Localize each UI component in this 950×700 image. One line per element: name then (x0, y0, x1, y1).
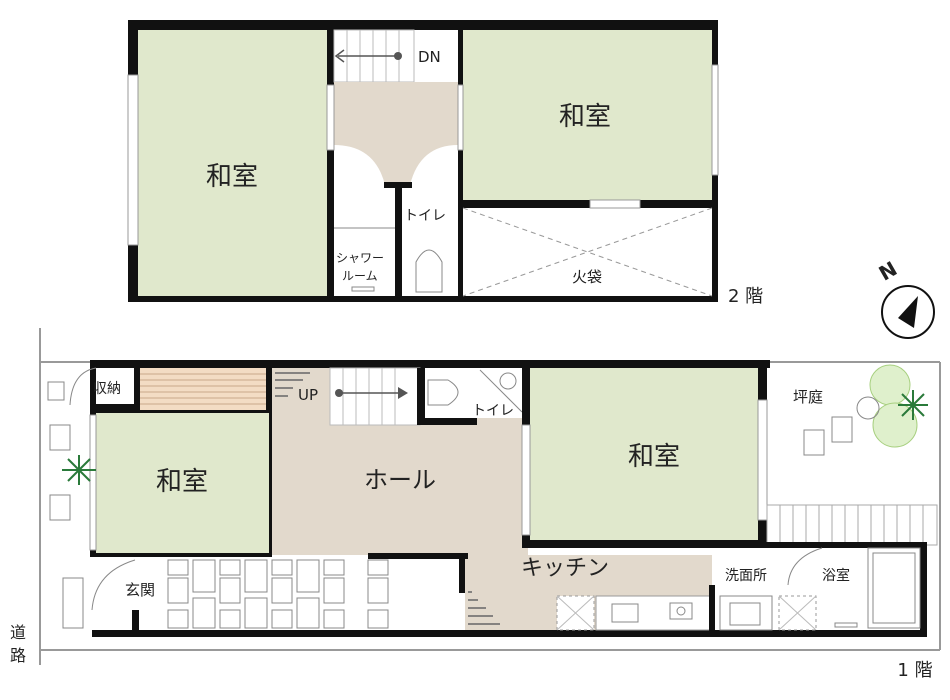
floor2-hibukuro-label: 火袋 (572, 268, 602, 286)
compass: N (875, 256, 935, 339)
compass-n-label: N (875, 256, 902, 285)
floor1-stairs (329, 367, 421, 426)
floor1-hall-label: ホール (364, 466, 436, 494)
floor1-washroom-label: 洗面所 (725, 568, 767, 584)
sink-icon (611, 603, 639, 623)
floor1-kitchen-label: キッチン (521, 556, 609, 581)
road-label-2: 路 (10, 646, 26, 665)
arrow-right-icon (398, 387, 408, 399)
basin-icon (729, 602, 761, 626)
toilet-icon (415, 249, 443, 293)
arrow-left-icon (334, 49, 345, 63)
floor2-washitsu-left (138, 30, 327, 296)
shower-faucet-icon (834, 622, 858, 628)
floor2-stairs (333, 29, 415, 83)
floor1-washitsu-left (96, 413, 269, 553)
floor-2: DN シャワー ルーム トイレ 和室 和室 火袋 2 階 (127, 20, 763, 307)
floor2-toilet-label: トイレ (404, 208, 446, 224)
wall-segment (395, 185, 402, 296)
shower-faucet-icon (351, 286, 375, 292)
floor2-washitsu-right (463, 30, 712, 200)
floor2-shower-label-1: シャワー (336, 251, 384, 265)
stair-start-dot (394, 52, 402, 60)
palm-icon (898, 390, 928, 420)
floor1-washitsu-left-label: 和室 (156, 467, 208, 497)
floor1-washitsu-right-label: 和室 (628, 442, 680, 472)
floor1-label: 1 階 (897, 660, 932, 681)
floor1-washitsu-right (530, 368, 758, 540)
floor2-hall (334, 82, 458, 185)
bathtub-icon (867, 547, 921, 629)
floor2-shower-label-2: ルーム (342, 269, 378, 283)
floor1-entrance-label: 玄関 (125, 581, 155, 599)
toilet-icon (427, 379, 459, 406)
floor1-tsuboniwa-label: 坪庭 (793, 388, 823, 406)
floor2-label: 2 階 (728, 286, 763, 307)
floor1-storage-label: 収納 (93, 381, 121, 397)
road-label-1: 道 (10, 623, 26, 642)
floor2-washitsu-left-label: 和室 (206, 162, 258, 192)
north-arrow-icon (898, 296, 918, 328)
stove-icon (669, 602, 693, 620)
floor-1: 収納 和室 UP トイ (10, 328, 941, 681)
floor2-washitsu-right-label: 和室 (559, 102, 611, 132)
floor2-dn-label: DN (418, 48, 441, 66)
tree-icon (872, 402, 918, 448)
floor1-toilet-label: トイレ (472, 403, 514, 419)
paving-stones (167, 559, 389, 629)
wood-floor (140, 368, 270, 410)
tree-icon (869, 364, 911, 406)
palm-icon (62, 455, 96, 485)
floor1-bathroom-label: 浴室 (822, 567, 850, 584)
floor1-up-label: UP (298, 386, 318, 404)
